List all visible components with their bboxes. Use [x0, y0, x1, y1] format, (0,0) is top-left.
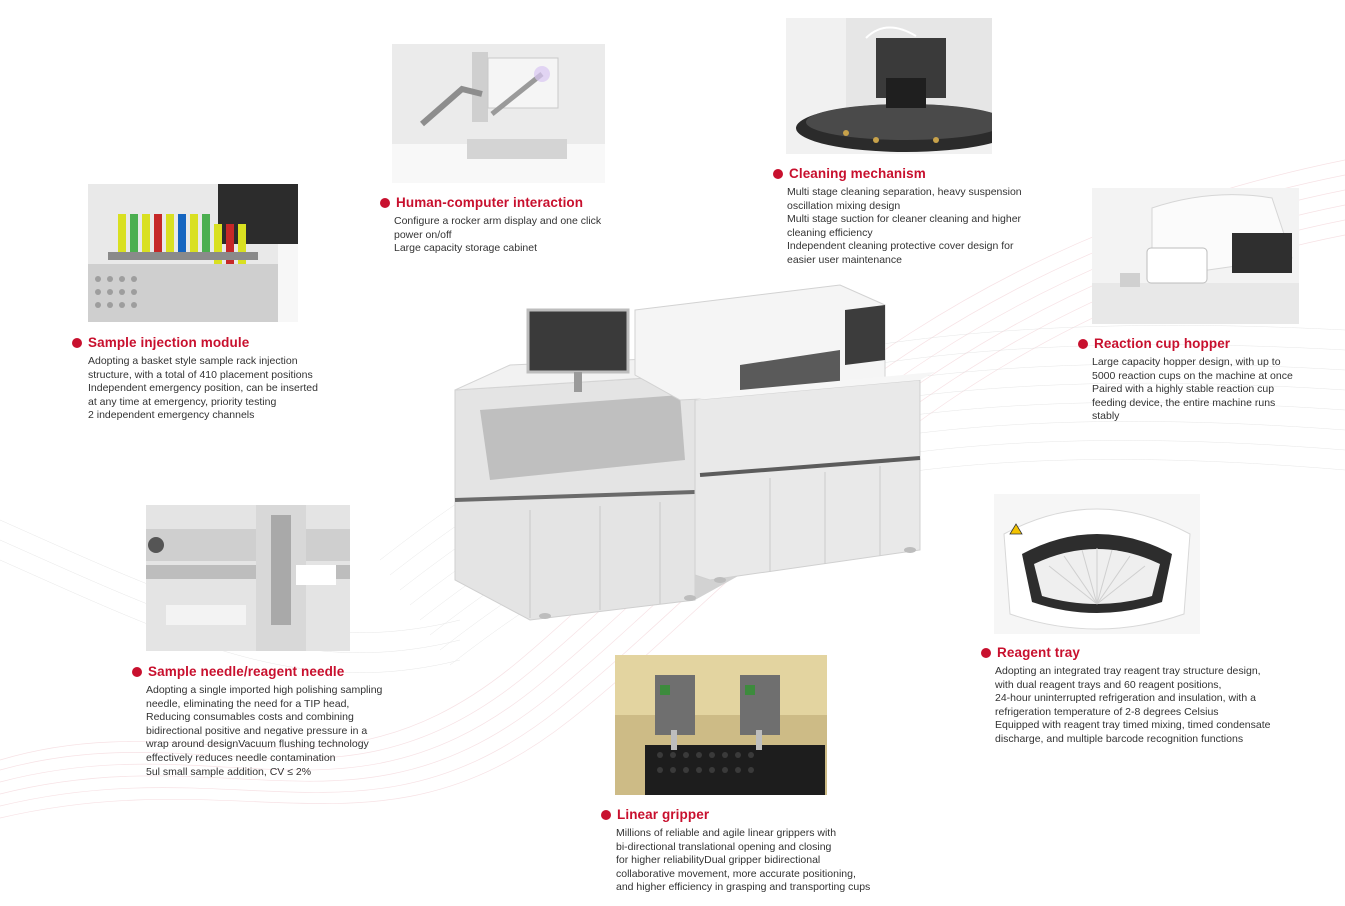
reaction-cup-hopper-image: [1092, 188, 1299, 324]
sample-injection-title: Sample injection module: [88, 335, 250, 350]
sample-needle-line: Adopting a single imported high polishin…: [146, 684, 383, 696]
bullet-dot-icon: [1078, 339, 1088, 349]
reagent-tray-title: Reagent tray: [997, 645, 1080, 660]
human-computer-title: Human-computer interaction: [396, 195, 584, 210]
cleaning-mechanism-image: [786, 18, 992, 154]
reagent-tray-photo: [994, 494, 1200, 634]
reagent-tray-line: Equipped with reagent tray timed mixing,…: [995, 719, 1271, 732]
reagent-tray-line: with dual reagent trays and 60 reagent p…: [995, 678, 1222, 691]
sample-injection-line: Adopting a basket style sample rack inje…: [88, 355, 298, 367]
sample-needle-line: needle, eliminating the need for a TIP h…: [146, 697, 350, 710]
reagent-tray-line: 24-hour uninterrupted refrigeration and …: [995, 692, 1256, 705]
sample-needle-title: Sample needle/reagent needle: [148, 664, 345, 679]
sample-needle-line: bidirectional positive and negative pres…: [146, 724, 368, 737]
reagent-tray-image: [994, 494, 1200, 634]
sample-needle-line: Reducing consumables costs and combining: [146, 711, 354, 724]
cleaning-line: Multi stage suction for cleaner cleaning…: [787, 213, 1022, 226]
reaction-cup-photo: [1092, 188, 1299, 324]
cleaning-line: easier user maintenance: [787, 253, 902, 266]
linear-gripper-line: for higher reliabilityDual gripper bidir…: [616, 854, 821, 867]
human-computer-line: Large capacity storage cabinet: [394, 242, 538, 255]
sample-injection-photo: [88, 184, 298, 322]
reaction-cup-line: Paired with a highly stable reaction cup: [1092, 383, 1275, 396]
reagent-tray-line: discharge, and multiple barcode recognit…: [995, 732, 1244, 745]
linear-gripper-photo: [615, 655, 827, 795]
human-computer-photo: [392, 44, 605, 183]
reaction-cup-title: Reaction cup hopper: [1094, 336, 1231, 351]
cleaning-line: oscillation mixing design: [787, 199, 901, 212]
linear-gripper-line: bi-directional translational opening and…: [616, 840, 832, 853]
sample-needle-photo: [146, 505, 350, 651]
linear-gripper-line: collaborative movement, more accurate po…: [616, 867, 856, 880]
sample-injection-line: at any time at emergency, priority testi…: [88, 395, 277, 408]
human-computer-line: Configure a rocker arm display and one c…: [394, 215, 602, 227]
linear-gripper-title: Linear gripper: [617, 807, 710, 822]
human-computer-line: power on/off: [394, 228, 452, 241]
reaction-cup-line: 5000 reaction cups on the machine at onc…: [1092, 369, 1293, 382]
bullet-dot-icon: [773, 169, 783, 179]
bullet-dot-icon: [72, 338, 82, 348]
linear-gripper-image: [615, 655, 827, 795]
cleaning-line: cleaning efficiency: [787, 226, 873, 239]
reaction-cup-line: feeding device, the entire machine runs: [1092, 396, 1276, 409]
reagent-tray-line: Adopting an integrated tray reagent tray…: [995, 665, 1261, 677]
sample-rack-image: [88, 184, 298, 322]
cleaning-line: Independent cleaning protective cover de…: [787, 240, 1014, 253]
sample-needle-line: wrap around designVacuum flushing techno…: [146, 738, 369, 751]
sample-injection-line: structure, with a total of 410 placement…: [88, 368, 313, 381]
sample-needle-line: effectively reduces needle contamination: [146, 751, 336, 764]
cleaning-title: Cleaning mechanism: [789, 166, 926, 181]
bullet-dot-icon: [380, 198, 390, 208]
bullet-dot-icon: [601, 810, 611, 820]
reagent-tray-line: refrigeration temperature of 2-8 degrees…: [995, 705, 1219, 718]
cleaning-line: Multi stage cleaning separation, heavy s…: [787, 186, 1022, 198]
analyzer-machine-illustration: [454, 284, 935, 621]
bullet-dot-icon: [981, 648, 991, 658]
cleaning-photo: [786, 18, 992, 154]
linear-gripper-line: and higher efficiency in grasping and tr…: [616, 881, 871, 894]
sample-injection-line: Independent emergency position, can be i…: [88, 382, 318, 395]
rocker-arm-display-image: [392, 44, 605, 183]
linear-gripper-line: Millions of reliable and agile linear gr…: [616, 827, 837, 839]
bullet-dot-icon: [132, 667, 142, 677]
reaction-cup-line: Large capacity hopper design, with up to: [1092, 356, 1281, 368]
reaction-cup-line: stably: [1092, 410, 1120, 423]
sample-needle-line: 5ul small sample addition, CV ≤ 2%: [146, 765, 312, 778]
sample-needle-image: [146, 505, 350, 651]
sample-injection-line: 2 independent emergency channels: [88, 409, 255, 422]
